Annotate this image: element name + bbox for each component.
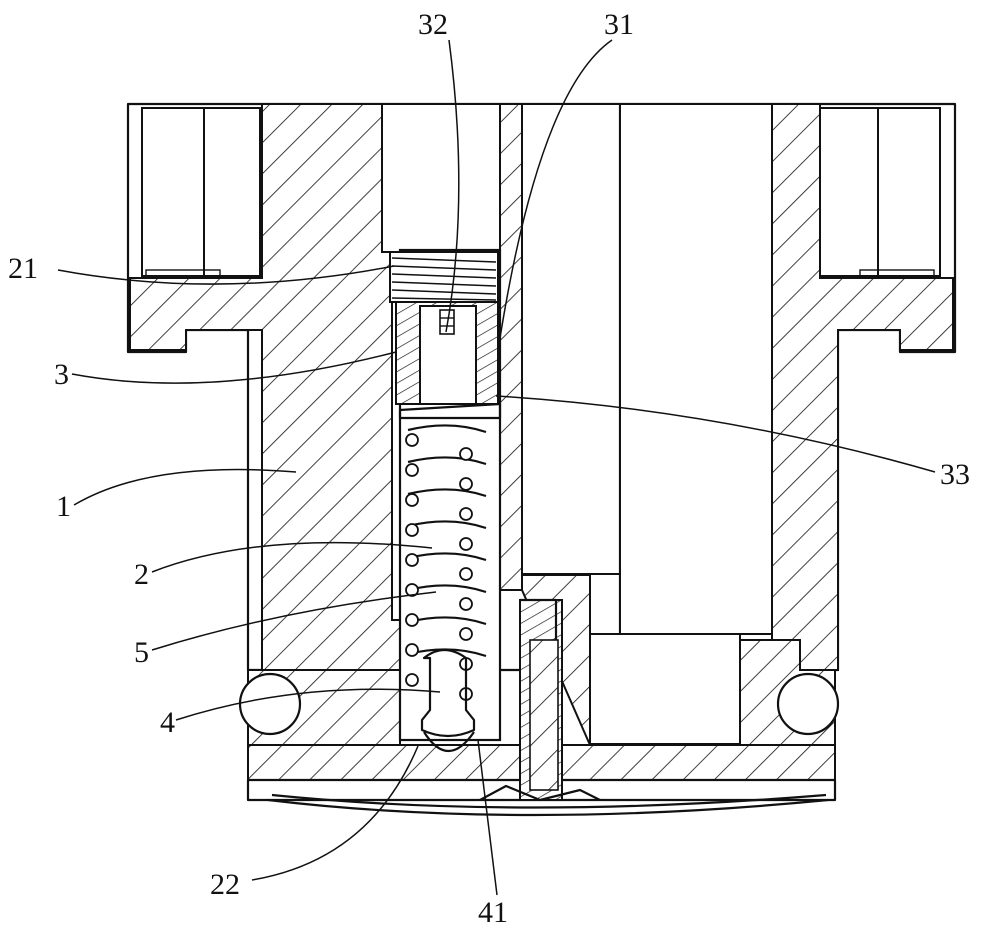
reference-labels: 32 31 21 3 33 1 2 5 4 22 41 <box>8 8 970 929</box>
adjusting-screw <box>395 301 502 420</box>
label-41: 41 <box>478 896 508 929</box>
o-ring-left <box>238 672 302 736</box>
label-5: 5 <box>134 636 149 669</box>
label-3: 3 <box>54 358 69 391</box>
label-31: 31 <box>604 8 634 41</box>
housing-body <box>126 102 957 802</box>
label-32: 32 <box>418 8 448 41</box>
bottom-membrane <box>267 784 829 817</box>
label-2: 2 <box>134 558 149 591</box>
label-33: 33 <box>940 458 970 491</box>
leader-lines <box>57 39 936 896</box>
label-22: 22 <box>210 868 240 901</box>
o-ring-right <box>776 672 840 736</box>
thread-section <box>389 251 499 303</box>
label-1: 1 <box>56 490 71 523</box>
label-4: 4 <box>160 706 175 739</box>
label-21: 21 <box>8 252 38 285</box>
plunger <box>420 648 476 752</box>
coil-spring <box>405 424 487 701</box>
valve-seat <box>519 598 563 801</box>
